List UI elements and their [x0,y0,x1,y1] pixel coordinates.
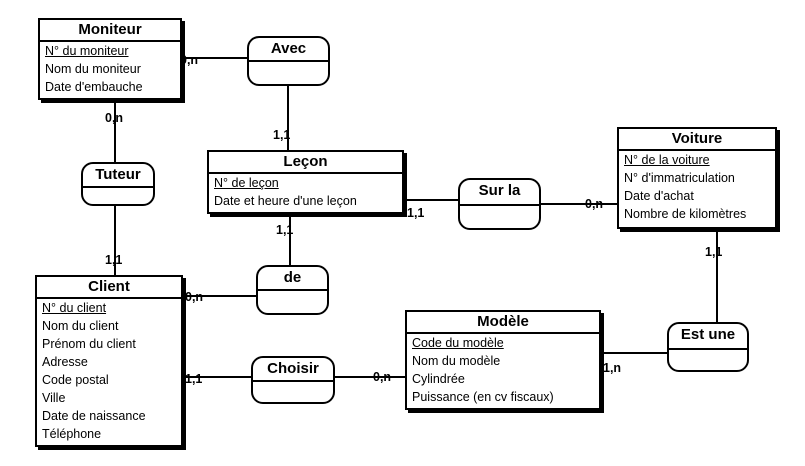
association-label: Choisir [267,360,319,377]
association-divider [669,348,747,350]
entity-moniteur: Moniteur N° du moniteur Nom du moniteur … [38,18,182,100]
entity-attribute: Adresse [42,355,88,369]
entity-attribute: Ville [42,391,66,405]
cardinality-client-de: 0,n [185,290,204,304]
entity-title: Moniteur [40,20,180,42]
entity-attribute-key: N° de la voiture [624,153,710,167]
entity-attribute: Date et heure d'une leçon [214,194,357,208]
cardinality-moniteur-tuteur: 0,n [105,111,124,125]
entity-lecon: Leçon N° de leçon Date et heure d'une le… [207,150,404,214]
cardinality-modele-choisir: 0,n [373,370,392,384]
entity-attribute: Date de naissance [42,409,146,423]
entity-title: Leçon [209,152,402,174]
association-label: Sur la [478,182,521,199]
cardinality-client-choisir: 1,1 [185,372,203,386]
association-de: de [256,265,329,315]
entity-attribute: Nombre de kilomètres [624,207,747,221]
entity-attribute: Prénom du client [42,337,136,351]
association-divider [258,289,327,291]
entity-title: Client [37,277,181,299]
cardinality-voiture-sur-la: 0,n [585,197,604,211]
entity-attribute: Téléphone [42,427,102,441]
entity-modele: Modèle Code du modèle Nom du modèle Cyli… [405,310,601,410]
association-divider [460,204,539,206]
entity-attribute: Date d'embauche [45,80,143,94]
association-choisir: Choisir [251,356,335,404]
association-avec: Avec [247,36,330,86]
entity-attribute: Date d'achat [624,189,694,203]
entity-attribute: Nom du moniteur [45,62,141,76]
association-label: de [283,269,302,286]
association-divider [253,380,333,382]
association-label: Tuteur [95,166,141,183]
entity-voiture: Voiture N° de la voiture N° d'immatricul… [617,127,777,229]
cardinality-moniteur-avec: 0,n [180,53,199,67]
association-divider [83,186,153,188]
entity-client: Client N° du client Nom du client Prénom… [35,275,183,447]
entity-title: Voiture [619,129,775,151]
entity-attribute: Cylindrée [412,372,465,386]
association-label: Est une [680,326,736,343]
entity-attribute: Nom du client [42,319,119,333]
entity-attribute-key: N° du client [42,301,107,315]
association-sur-la: Sur la [458,178,541,230]
entity-attribute: Puissance (en cv fiscaux) [412,390,554,404]
entity-attribute-key: N° du moniteur [45,44,129,58]
entity-attribute-key: Code du modèle [412,336,504,350]
association-est-une: Est une [667,322,749,372]
entity-attribute: Code postal [42,373,109,387]
association-label: Avec [270,40,307,57]
cardinality-lecon-avec: 1,1 [273,128,291,142]
cardinality-modele-est-une: 1,n [603,361,622,375]
entity-attribute: Nom du modèle [412,354,501,368]
cardinality-voiture-est-une: 1,1 [705,245,723,259]
entity-attribute-key: N° de leçon [214,176,279,190]
entity-attribute: N° d'immatriculation [624,171,735,185]
association-divider [249,60,328,62]
cardinality-lecon-sur-la: 1,1 [407,206,425,220]
entity-title: Modèle [407,312,599,334]
cardinality-client-tuteur: 1,1 [105,253,123,267]
cardinality-lecon-de: 1,1 [276,223,294,237]
association-tuteur: Tuteur [81,162,155,206]
